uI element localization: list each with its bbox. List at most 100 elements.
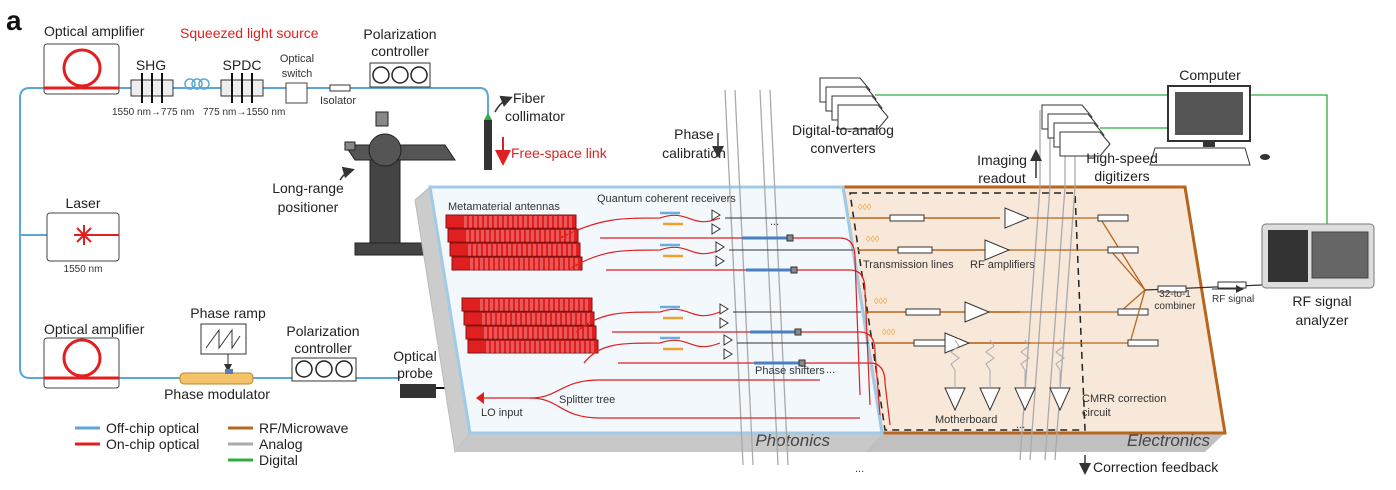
phase-calibration-label-1: Phase bbox=[674, 126, 714, 142]
quantum-coherent-receivers-label: Quantum coherent receivers bbox=[597, 193, 736, 205]
rf-amplifiers-label: RF amplifiers bbox=[970, 259, 1035, 271]
fiber-coil-icon bbox=[62, 48, 102, 88]
optical-amplifier-top-label: Optical amplifier bbox=[44, 23, 145, 39]
transmission-line-icon bbox=[1097, 214, 1129, 222]
metamaterial-antenna-icon bbox=[445, 214, 577, 229]
photodiode-icon bbox=[723, 334, 733, 360]
positioner-label-2: positioner bbox=[278, 199, 339, 215]
fiber-top bbox=[30, 87, 489, 120]
computer-icon bbox=[1149, 85, 1270, 166]
chip-bottom-photonics bbox=[455, 433, 882, 452]
electronics-label: Electronics bbox=[1127, 431, 1211, 450]
fiber-collimator-label-1: Fiber bbox=[513, 90, 545, 106]
optical-amplifier-bottom-label: Optical amplifier bbox=[44, 321, 145, 337]
digital-line bbox=[875, 94, 1328, 224]
phase-modulator-label: Phase modulator bbox=[164, 386, 270, 402]
motherboard-outline bbox=[849, 192, 1086, 431]
optical-amplifier-bottom bbox=[43, 337, 120, 389]
rf-analyzer-label-1: RF signal bbox=[1292, 293, 1351, 309]
ellipsis: ... bbox=[1016, 419, 1025, 431]
polarization-controller-top-icon bbox=[369, 62, 431, 88]
metamaterial-antenna-icon bbox=[451, 256, 583, 271]
rf-amplifier-icon bbox=[964, 301, 991, 323]
polarization-controller-bottom-label-1: Polarization bbox=[286, 323, 359, 339]
rf-amplifier-icon bbox=[984, 239, 1011, 261]
imaging-readout-label-2: readout bbox=[978, 170, 1026, 186]
dac-label-1: Digital-to-analog bbox=[792, 122, 894, 138]
transmission-line-icon bbox=[913, 339, 949, 347]
optical-switch-label-2: switch bbox=[282, 68, 313, 80]
analog-line bbox=[759, 89, 779, 466]
waveguide bbox=[612, 331, 881, 416]
waveguide bbox=[559, 214, 721, 239]
fiber-left bbox=[19, 87, 400, 379]
phase-calibration-label-2: calibration bbox=[662, 145, 726, 161]
isolator-icon bbox=[329, 84, 351, 92]
resistor-icon bbox=[985, 339, 995, 388]
waveguide bbox=[600, 237, 861, 396]
shg-label: SHG bbox=[136, 57, 166, 73]
splitter-tree-label: Splitter tree bbox=[559, 394, 615, 406]
legend-label: Digital bbox=[259, 452, 298, 468]
resistor-icon bbox=[1055, 339, 1065, 388]
transmission-lines-label: Transmission lines bbox=[863, 259, 954, 271]
isolator-label: Isolator bbox=[320, 95, 356, 107]
analog-line bbox=[734, 89, 754, 466]
correction-feedback-label: Correction feedback bbox=[1093, 459, 1219, 475]
legend-label: Analog bbox=[259, 436, 303, 452]
waveguide bbox=[606, 269, 871, 406]
optical-amplifier-top bbox=[43, 43, 120, 95]
laser-label: Laser bbox=[65, 195, 100, 211]
digitizers-label-1: High-speed bbox=[1086, 150, 1158, 166]
lo-input-label: LO input bbox=[481, 407, 523, 419]
ellipsis: ... bbox=[855, 463, 864, 475]
waveguide bbox=[618, 362, 891, 426]
metamaterial-antenna-icon bbox=[447, 228, 579, 243]
rf-signal-label: RF signal bbox=[1212, 294, 1254, 305]
combiner-icon bbox=[1157, 285, 1187, 293]
resistor-icon bbox=[1020, 339, 1030, 388]
shg-crystal-icon bbox=[130, 73, 174, 103]
metamaterial-antenna-icon bbox=[461, 297, 593, 312]
motherboard-label: Motherboard bbox=[935, 414, 997, 426]
phase-shifter-pad bbox=[786, 234, 794, 242]
squeezed-light-source-label: Squeezed light source bbox=[180, 25, 319, 41]
cmrr-label-2: circuit bbox=[1082, 407, 1111, 419]
ellipsis: ... bbox=[770, 216, 779, 228]
imaging-readout-label-1: Imaging bbox=[977, 152, 1027, 168]
legend-label: RF/Microwave bbox=[259, 420, 349, 436]
polarization-controller-bottom-icon bbox=[291, 357, 357, 382]
waveguide bbox=[575, 308, 721, 333]
panel-label: a bbox=[6, 5, 22, 36]
optical-switch-label-1: Optical bbox=[280, 53, 314, 65]
phase-ramp-icon bbox=[200, 323, 247, 372]
transmission-line-icon bbox=[1127, 339, 1159, 347]
photonics-label: Photonics bbox=[755, 431, 830, 450]
lo-grating-icon bbox=[476, 392, 484, 404]
transmission-line-icon bbox=[889, 214, 925, 222]
phase-shifter-pad bbox=[790, 266, 798, 274]
polarization-controller-top-label-2: controller bbox=[371, 43, 429, 59]
chip-bottom-electronics bbox=[865, 433, 1225, 452]
waveguide bbox=[583, 339, 721, 364]
metamaterial-antenna-icon bbox=[449, 242, 581, 257]
laser-star-icon bbox=[74, 225, 119, 245]
microwave-icon: ◊◊◊ bbox=[874, 296, 888, 306]
photodiode-icon bbox=[711, 209, 721, 235]
ellipsis: ... bbox=[826, 364, 835, 376]
digitizers-label-2: digitizers bbox=[1094, 168, 1149, 184]
transmission-line-icon bbox=[1217, 281, 1247, 289]
fiber-coil-icon bbox=[62, 338, 102, 378]
polarization-controller-bottom-label-2: controller bbox=[294, 340, 352, 356]
optical-probe-label-2: probe bbox=[397, 365, 433, 381]
laser-wavelength: 1550 nm bbox=[64, 264, 103, 275]
digitizer-icon bbox=[1059, 131, 1111, 157]
optical-probe-label-1: Optical bbox=[393, 348, 437, 364]
rf-analyzer-label-2: analyzer bbox=[1296, 312, 1349, 328]
transmission-line-icon bbox=[897, 246, 933, 254]
splitter-waveguide bbox=[529, 397, 860, 419]
combiner-label-1: 32-to-1 bbox=[1159, 289, 1191, 300]
phase-modulator-icon bbox=[179, 372, 254, 385]
metamaterial-antenna-icon bbox=[467, 339, 599, 354]
